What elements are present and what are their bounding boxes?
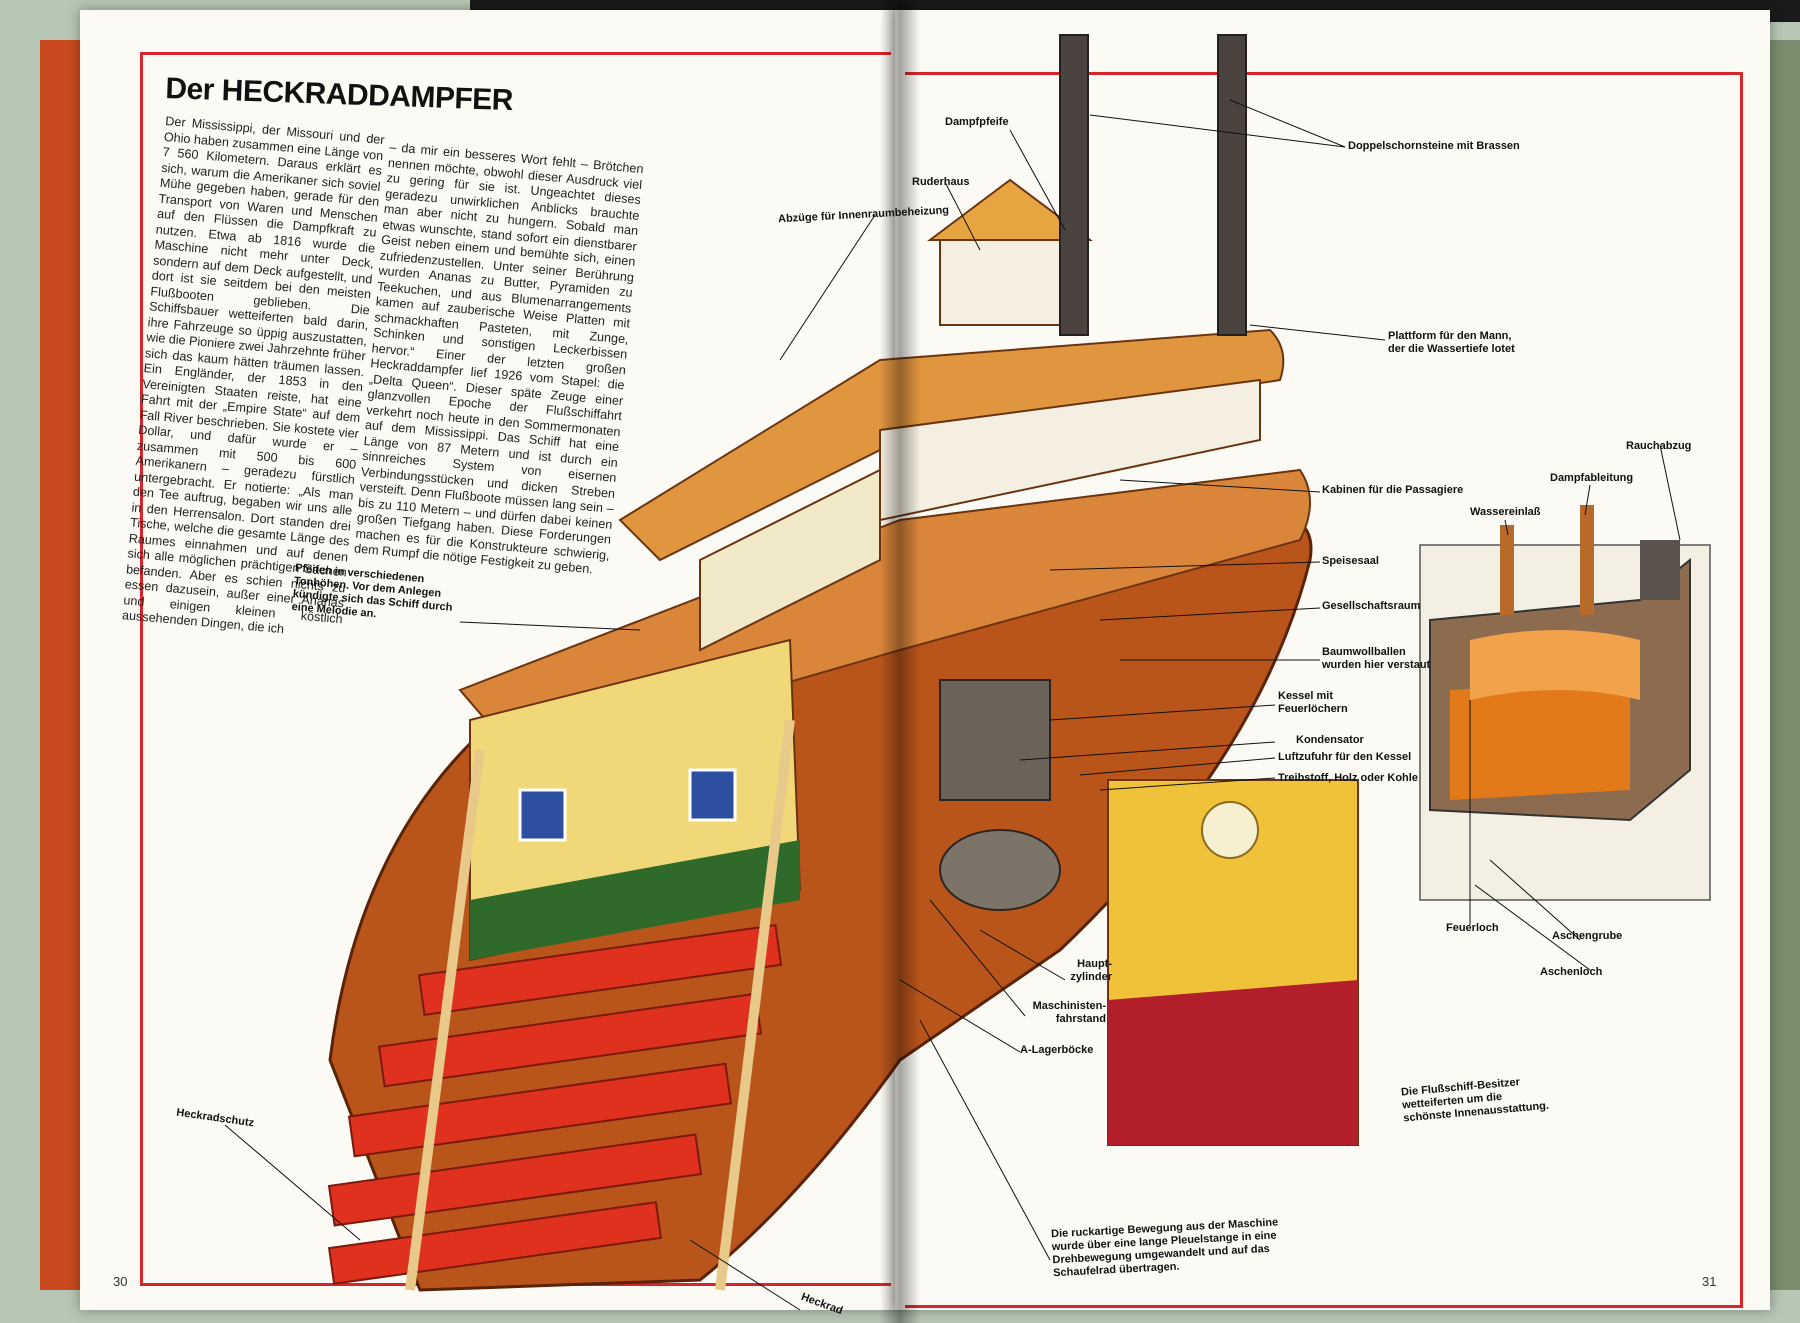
intro-text-column-2: – da mir ein besseres Wort fehlt – Brötc… <box>353 140 645 577</box>
page-number-right: 31 <box>1702 1274 1717 1289</box>
label-feuerloch: Feuerloch <box>1446 922 1499 934</box>
label-a-lagerboecke: A-Lagerböcke <box>1020 1044 1094 1056</box>
label-aschenloch: Aschenloch <box>1540 966 1603 978</box>
label-hauptzylinder: Haupt- zylinder <box>1070 958 1112 983</box>
label-rauchabzug: Rauchabzug <box>1626 440 1692 452</box>
label-baumwollballen: Baumwollballen wurden hier verstaut <box>1322 646 1431 671</box>
label-kabinen: Kabinen für die Passagiere <box>1322 484 1464 496</box>
label-dampfpfeife: Dampfpfeife <box>945 116 1009 128</box>
label-gesellschaftsraum: Gesellschaftsraum <box>1322 600 1421 612</box>
intro-text-column-1: Der Mississippi, der Missouri und der Oh… <box>121 114 386 637</box>
label-wassereinlass: Wassereinlaß <box>1470 506 1541 518</box>
label-kessel: Kessel mit Feuerlöchern <box>1278 690 1348 715</box>
label-luftzufuhr: Luftzufuhr für den Kessel <box>1278 751 1412 763</box>
label-maschinistenfahrstand: Maschinisten- fahrstand <box>1032 1000 1106 1025</box>
label-dampfableitung: Dampfableitung <box>1550 472 1634 484</box>
label-treibstoff: Treibstoff, Holz oder Kohle <box>1278 772 1418 784</box>
label-kondensator: Kondensator <box>1296 734 1364 746</box>
right-page-frame <box>905 72 1743 1308</box>
label-speisesaal: Speisesaal <box>1322 555 1379 567</box>
label-doppelschornsteine: Doppelschornsteine mit Brassen <box>1348 140 1520 152</box>
label-aschengrube: Aschengrube <box>1552 930 1623 942</box>
page-number-left: 30 <box>113 1274 128 1289</box>
label-ruderhaus: Ruderhaus <box>912 176 970 188</box>
book-gutter <box>880 0 920 1323</box>
label-plattform: Plattform für den Mann, der die Wasserti… <box>1388 330 1515 355</box>
